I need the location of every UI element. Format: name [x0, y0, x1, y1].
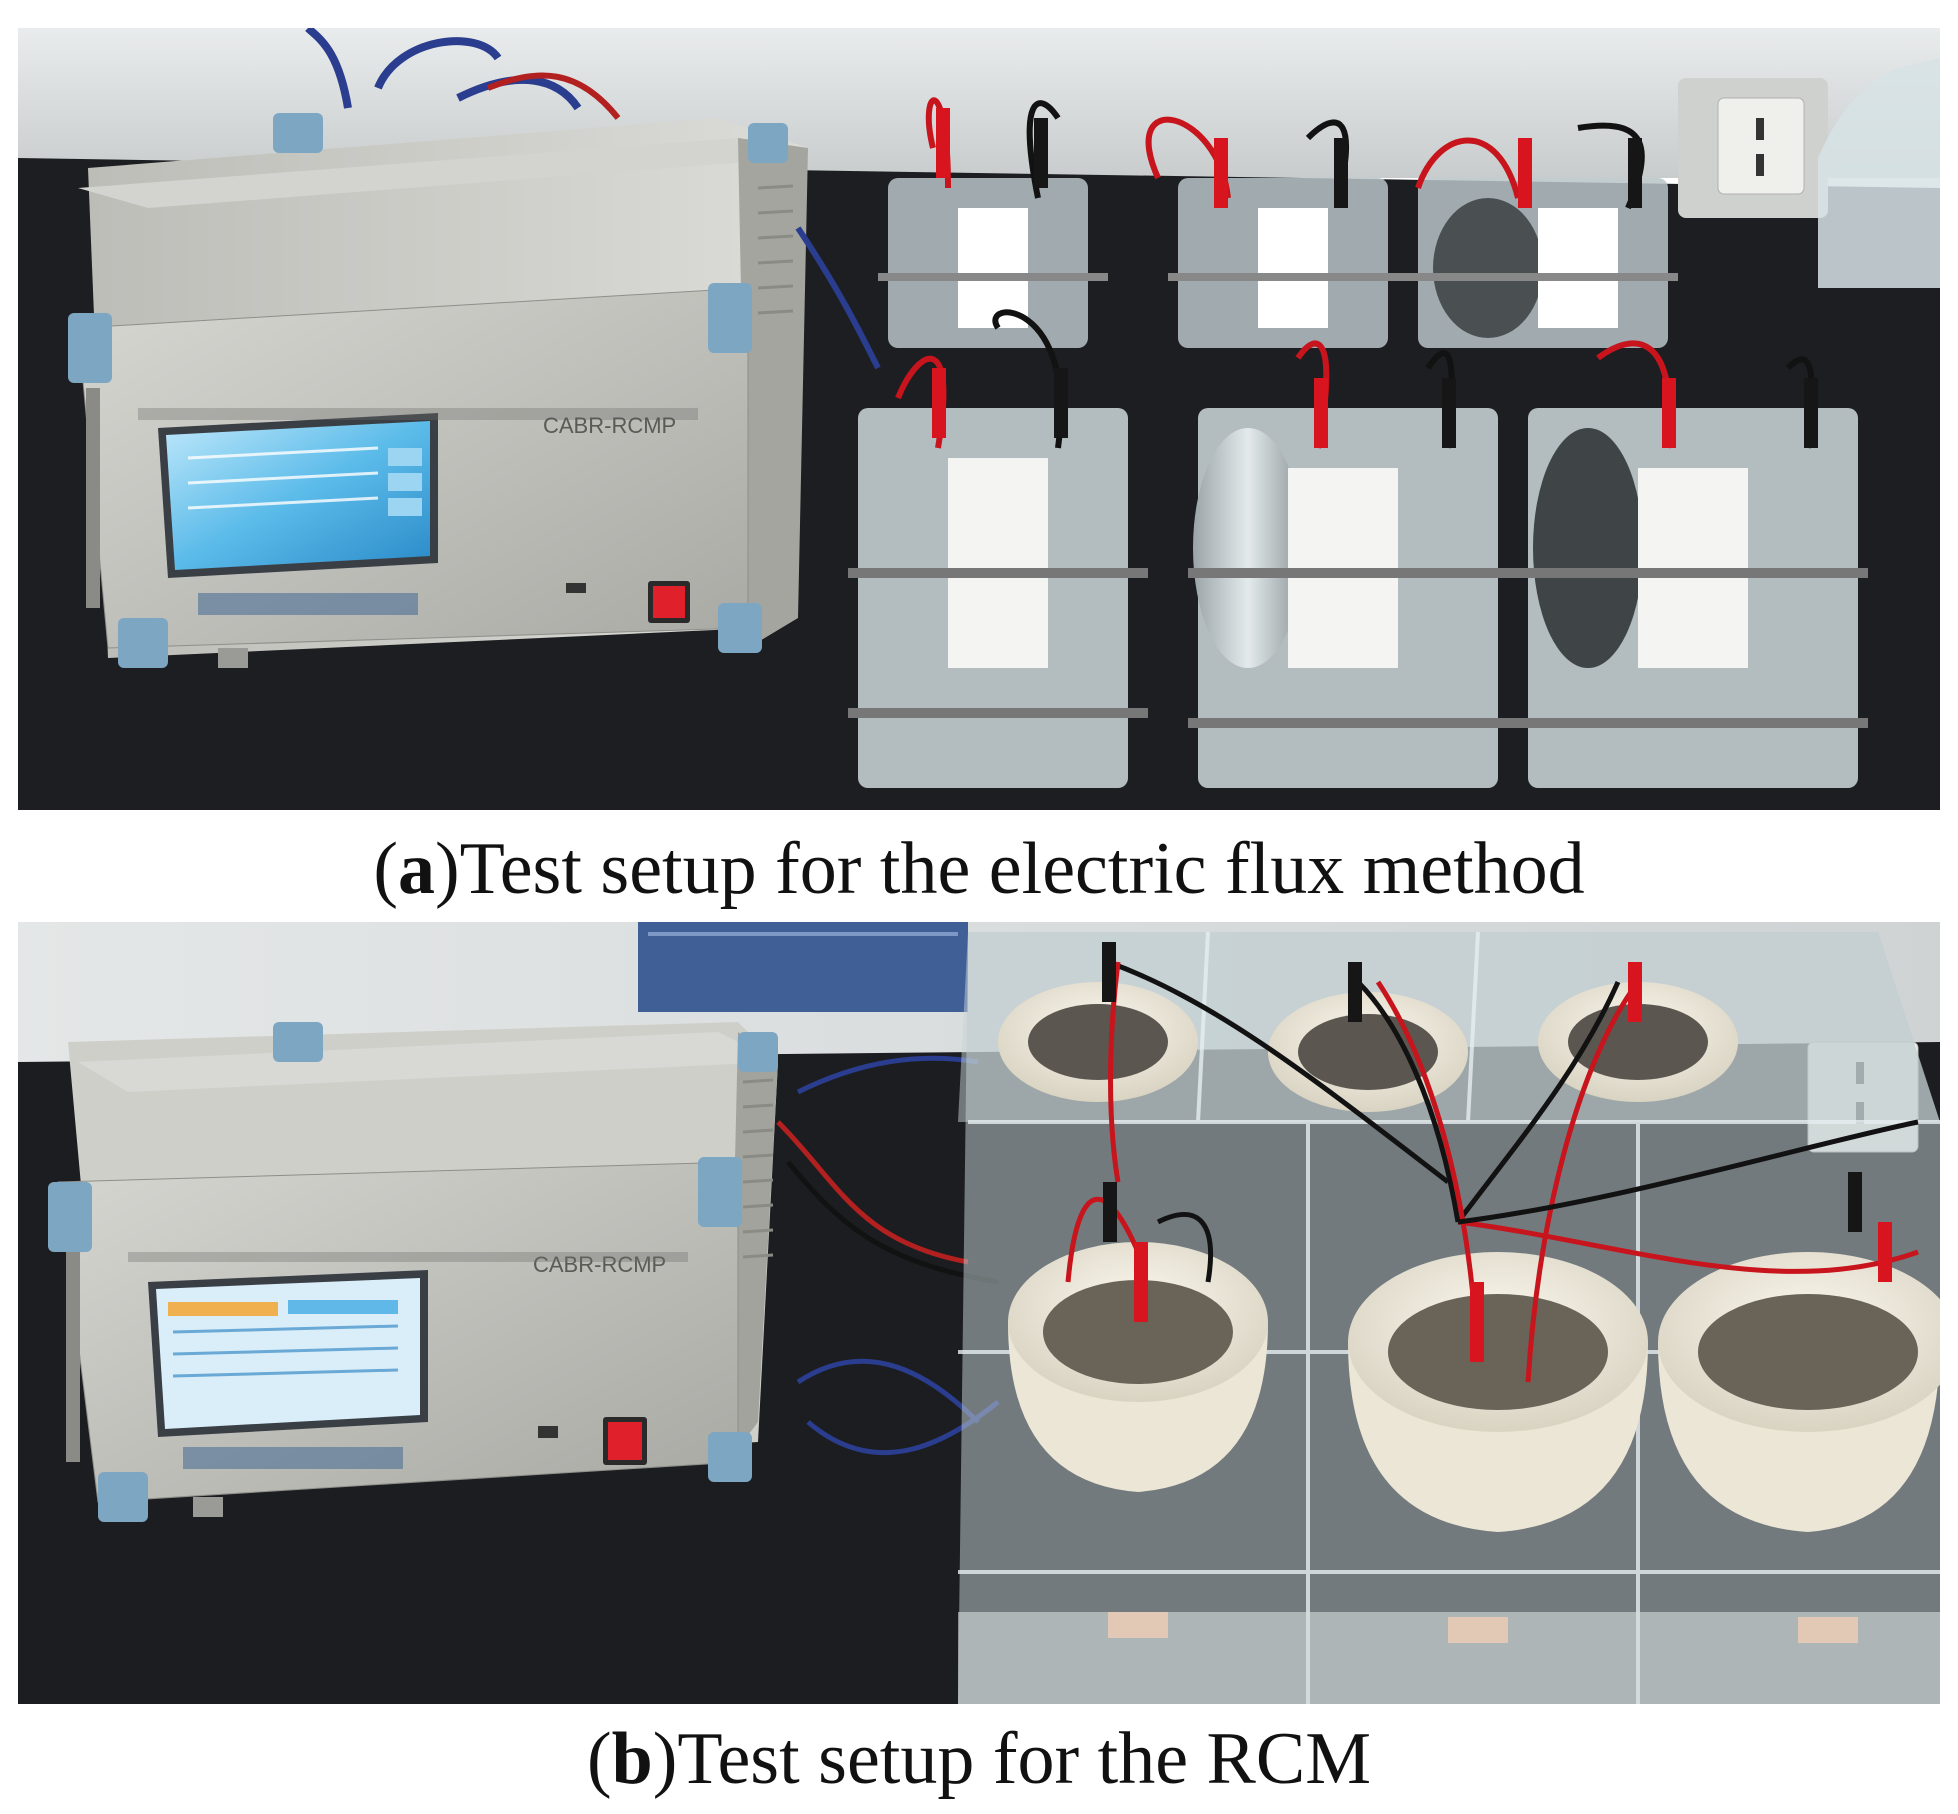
test-device: CABR-RCMP [68, 113, 808, 668]
caption-a: (a)Test setup for the electric flux meth… [373, 828, 1585, 910]
photo-electric-flux-setup: CABR-RCMP [18, 28, 1940, 810]
manufacturer-logo [183, 1447, 403, 1469]
sample-tag [1448, 1617, 1508, 1643]
corner-bracket [273, 113, 323, 153]
red-clip [1878, 1222, 1892, 1282]
black-clip [1103, 1182, 1117, 1242]
black-clip [1848, 1172, 1862, 1232]
device-cables [305, 28, 582, 111]
caption-a-text: Test setup for the electric flux method [459, 828, 1585, 910]
panel-label-b: b [611, 1718, 653, 1800]
photo-rcm-setup: CABR-RCMP [18, 922, 1940, 1704]
black-clip [1034, 118, 1048, 188]
corner-bracket [708, 283, 752, 353]
caption-b-text: Test setup for the RCM [677, 1718, 1372, 1800]
black-clip [1442, 378, 1456, 448]
wall-socket [1678, 78, 1828, 218]
corner-bracket [68, 313, 112, 383]
rcm-cup [1008, 1242, 1268, 1492]
red-clip [1662, 378, 1676, 448]
panel-label-a: a [398, 828, 435, 910]
black-clip [1102, 942, 1116, 1002]
manufacturer-logo [198, 593, 418, 615]
corner-bracket [708, 1432, 752, 1482]
flux-cell [1188, 408, 1518, 788]
test-device: CABR-RCMP [48, 1022, 778, 1522]
red-clip [1214, 138, 1228, 208]
corner-bracket [118, 618, 168, 668]
device-touchscreen [148, 1270, 428, 1437]
sample-tag [1798, 1617, 1858, 1643]
device-cables [776, 1055, 1000, 1456]
corner-bracket [748, 123, 788, 163]
device-touchscreen [158, 413, 438, 578]
usb-port [566, 583, 586, 593]
rcm-cup [1268, 992, 1468, 1112]
caption-b: (b)Test setup for the RCM [586, 1718, 1372, 1800]
red-clip [932, 368, 946, 438]
flux-cell [1168, 178, 1408, 348]
corner-bracket [738, 1032, 778, 1072]
red-clip [936, 108, 950, 178]
rcm-cup [998, 982, 1198, 1102]
red-clip [1518, 138, 1532, 208]
device-model-label: CABR-RCMP [543, 413, 676, 438]
black-clip [1804, 378, 1818, 448]
red-clip [1470, 1282, 1484, 1362]
blue-cabinet [638, 922, 968, 1012]
device-model-label: CABR-RCMP [533, 1252, 666, 1277]
rcm-cup [1348, 1252, 1648, 1532]
test-leads [1065, 959, 1919, 1383]
corner-bracket [698, 1157, 742, 1227]
black-clip [1348, 962, 1362, 1022]
flux-cell [1408, 178, 1678, 348]
corner-bracket [273, 1022, 323, 1062]
black-clip [1628, 138, 1642, 208]
sample-tag [1108, 1612, 1168, 1638]
flux-cell [1518, 408, 1868, 788]
corner-bracket [98, 1472, 148, 1522]
red-clip [1314, 378, 1328, 448]
corner-bracket [718, 603, 762, 653]
flux-cell [878, 178, 1108, 348]
flux-cell [848, 408, 1148, 788]
red-clip [1134, 1242, 1148, 1322]
rcm-cup [1658, 1252, 1940, 1532]
corner-bracket [48, 1182, 92, 1252]
glass-beaker [1818, 58, 1940, 288]
black-clip [1054, 368, 1068, 438]
black-clip [1334, 138, 1348, 208]
red-clip [1628, 962, 1642, 1022]
usb-port [538, 1426, 558, 1438]
